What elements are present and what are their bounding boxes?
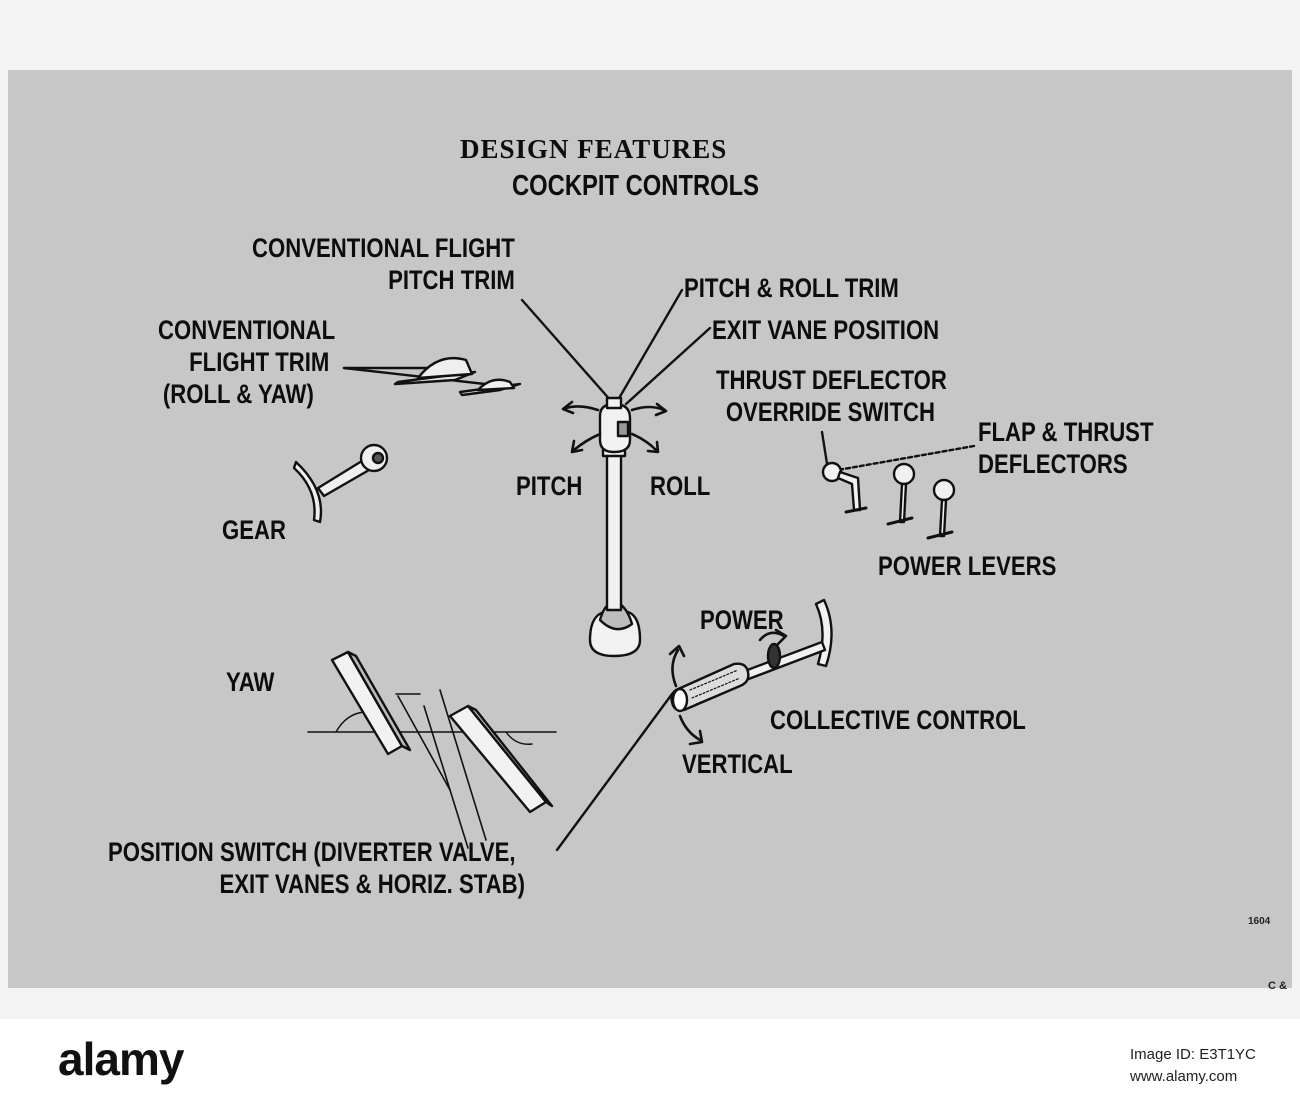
arrowhead-power-twist [774,628,788,646]
arrow-pitch-down [572,432,602,452]
leader-pitch-roll-trim [616,288,684,402]
diagram-board [8,70,1292,988]
arrow-roll-up [630,405,666,412]
leader-flight-trim-b [342,366,487,386]
arrowhead-pitch-up [561,400,575,415]
title-line-2: COCKPIT CONTROLS [512,170,760,202]
label-line: FLIGHT TRIM [189,347,330,377]
label-conventional-flight-trim: CONVENTIONAL FLIGHT TRIM (ROLL & YAW) [158,314,335,410]
arrowhead-pitch-down [570,439,584,454]
power-lever-knob-1 [892,462,916,486]
collective-grip-knurl [689,669,741,705]
label-vertical: VERTICAL [682,749,793,779]
label-line: PITCH TRIM [388,265,515,295]
label-gear: GEAR [222,515,286,545]
arrow-vertical-down [678,714,702,742]
arrow-roll-down [630,432,658,452]
collective-motion-arrows [668,628,788,746]
collective-arc-bracket [814,598,833,668]
label-flap-thrust-deflectors: FLAP & THRUST DEFLECTORS [978,416,1153,480]
arrow-pitch-up [564,405,600,412]
label-line: FLAP & THRUST [978,417,1154,447]
pedal-axis-left [395,693,451,791]
collective-control [670,598,833,713]
pedal-right-side [466,704,554,808]
power-levers [821,461,956,540]
footer-brand-logo: alamy [58,1033,184,1085]
gear-handle [292,443,389,524]
pedal-angle-arc-right [505,731,533,745]
pedal-angle-arc-left [335,711,365,733]
leader-position-switch [555,692,674,852]
lever-slot-1 [844,506,868,514]
arrowhead-vertical-down [688,729,704,746]
label-line: POSITION SWITCH (DIVERTER VALVE, [108,837,516,867]
label-line: THRUST DEFLECTOR [716,365,947,395]
lever-slot-2 [886,516,914,526]
arrowhead-roll-down [646,440,660,454]
control-stick [588,396,642,658]
stick-shaft [605,450,623,612]
power-lever-shaft-2 [938,498,948,538]
pedal-left-side [346,650,412,752]
label-power: POWER [700,605,784,635]
arrowhead-roll-up [654,402,668,417]
power-lever-shaft-1 [898,482,908,524]
trim-wheel-large-dome [416,356,474,380]
label-power-levers: POWER LEVERS [878,551,1057,581]
yaw-pedals [307,650,557,849]
flight-trim-wheels [393,356,522,397]
leader-flap-thrust [836,444,976,472]
label-yaw: YAW [226,667,275,697]
power-twist-ring [766,642,782,670]
collective-rod [740,640,827,682]
label-pitch: PITCH [516,471,583,501]
trim-wheel-small-dome [476,378,516,392]
stick-button [616,420,630,438]
label-line: CONVENTIONAL [158,315,336,345]
label-line: (ROLL & YAW) [162,379,314,409]
title-line-1: DESIGN FEATURES [460,134,728,164]
label-position-switch: POSITION SWITCH (DIVERTER VALVE, EXIT VA… [108,836,525,900]
label-line: DEFLECTORS [978,449,1128,479]
label-line: CONVENTIONAL FLIGHT [252,233,515,263]
stick-motion-arrows [561,400,668,454]
pedal-left [330,650,404,756]
override-lever [836,470,862,512]
leader-lines [342,288,976,852]
label-line: EXIT VANES & HORIZ. STAB) [219,869,525,899]
gear-bracket [292,460,323,524]
gear-knob-center [371,451,385,465]
diagram-drawing [292,288,976,852]
label-conventional-flight-pitch-trim: CONVENTIONAL FLIGHT PITCH TRIM [252,232,515,296]
leader-exit-vane [624,326,712,406]
collective-end-cap [671,687,689,713]
power-lever-knob-2 [932,478,956,502]
label-roll: ROLL [650,471,711,501]
label-line: OVERRIDE SWITCH [725,397,935,427]
lever-slot-3 [926,530,954,540]
slide-number: 1604 [1248,916,1271,927]
stick-hat [605,396,623,410]
pedal-right [448,704,548,814]
arrowhead-vertical-up [668,644,686,658]
label-thrust-deflector-override: THRUST DEFLECTOR OVERRIDE SWITCH [716,364,947,428]
corner-code: C & [1268,980,1287,992]
leader-pitch-trim [520,298,614,404]
footer-site: www.alamy.com [1130,1068,1238,1085]
label-collective-control: COLLECTIVE CONTROL [770,705,1026,735]
label-exit-vane-position: EXIT VANE POSITION [712,315,940,345]
arrow-vertical-up [671,648,680,688]
footer-bar [0,1019,1300,1109]
footer-image-id: Image ID: E3T1YC [1130,1046,1256,1063]
pedal-axis-right [423,689,487,849]
label-pitch-roll-trim: PITCH & ROLL TRIM [684,273,899,303]
